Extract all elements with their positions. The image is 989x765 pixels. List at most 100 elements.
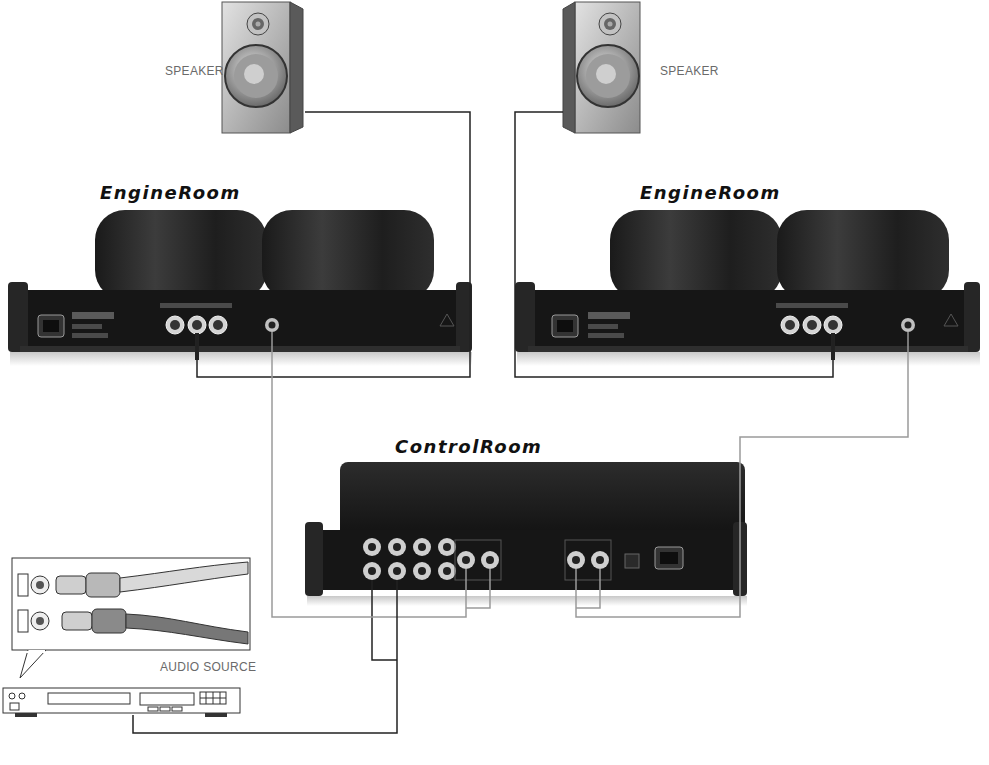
cable-bracket-part [271, 332, 273, 360]
preamplifier-part [625, 554, 639, 568]
power-amplifier-part [456, 282, 472, 352]
speaker-cabinet-part [252, 18, 264, 30]
speaker-cabinet [222, 2, 303, 133]
power-amplifier-part [269, 322, 276, 329]
speaker-cabinet-part [575, 2, 640, 133]
power-amplifier-part [557, 320, 573, 332]
audio-source-device-part [18, 574, 28, 596]
speaker-cabinet-part [596, 64, 616, 84]
audio-source-device-part [15, 713, 37, 717]
device-label: SPEAKER [660, 64, 719, 78]
audio-source-device-part [18, 610, 28, 632]
speaker-cabinet-part [604, 18, 616, 30]
cable-bracket [197, 332, 908, 660]
audio-source-device-part [200, 692, 226, 704]
power-amplifier [515, 210, 980, 366]
preamplifier-part [418, 567, 426, 575]
preamplifier-part [443, 543, 451, 551]
audio-source-device-part [200, 692, 226, 704]
power-amplifier-part [20, 346, 460, 352]
audio-source-device-part [126, 614, 248, 644]
power-amplifier-part [170, 320, 180, 330]
preamplifier-part [368, 543, 376, 551]
cable-bracket-part [575, 569, 577, 600]
audio-source: AUDIO SOURCE [0, 555, 250, 715]
power-amplifier-part [528, 346, 968, 352]
preamplifier-part [462, 556, 470, 564]
speaker-cabinet-part [225, 45, 287, 107]
power-amplifier-part [588, 333, 624, 338]
power-amplifier-part [160, 303, 232, 308]
power-amplifier-part [905, 322, 912, 329]
speaker: SPEAKER [560, 0, 720, 135]
power-amplifier-part [95, 210, 267, 300]
cable-bracket-part [907, 332, 909, 360]
speaker-cabinet-part [586, 54, 630, 98]
cable-bracket-part [832, 334, 834, 360]
audio-source-device-part [120, 562, 248, 592]
audio-source-device-part [12, 558, 250, 650]
preamplifier-part [733, 522, 747, 596]
preamplifier-part [318, 530, 738, 590]
cable-bracket-part [372, 580, 397, 660]
audio-cable [272, 360, 466, 617]
preamplifier-part [393, 567, 401, 575]
preamplifier-part [393, 543, 401, 551]
audio-source-device-part [172, 707, 182, 711]
preamplifier-part [591, 551, 609, 569]
power-amplifier-part [901, 318, 915, 332]
speaker: SPEAKER [160, 0, 305, 135]
preamplifier-part [572, 556, 580, 564]
power-amplifier-part [807, 320, 817, 330]
speaker-cabinet-part [290, 2, 303, 133]
power-amplifier-part [528, 290, 968, 346]
brand-logo: ControlRoom [395, 436, 542, 457]
audio-source-device-part [36, 617, 44, 625]
power-amplifier-part [803, 316, 821, 334]
cable-bracket-part [396, 580, 398, 600]
speaker-cabinet-part [244, 64, 264, 84]
power-amplifier-part [964, 282, 980, 352]
preamplifier-part [443, 567, 451, 575]
audio-source-device-part [3, 688, 240, 713]
preamplifier-part [438, 538, 456, 556]
power-amplifier-part [10, 352, 472, 366]
cable-bracket-part [196, 334, 198, 360]
power-amplifier-part [588, 312, 630, 319]
audio-source-device-part [31, 576, 49, 594]
audio-source-device-part [160, 707, 170, 711]
preamplifier-part [565, 540, 611, 580]
preamplifier-part [305, 522, 323, 596]
audio-cable [515, 112, 833, 377]
power-amplifier-node: EngineRoom [515, 182, 980, 360]
speaker-cabinet-part [247, 13, 269, 35]
preamplifier-part [388, 562, 406, 580]
audio-source-device-part [48, 693, 130, 704]
power-amplifier-part [552, 315, 578, 337]
speaker-cabinet-part [256, 22, 261, 27]
power-amplifier-part [588, 324, 618, 329]
power-amplifier-part [8, 282, 28, 352]
power-amplifier-part [38, 315, 64, 337]
power-amplifier-part [517, 352, 980, 366]
audio-source-device-part [19, 693, 25, 699]
device-label: AUDIO SOURCE [160, 660, 256, 674]
power-amplifier-part [192, 320, 202, 330]
preamplifier-part [438, 562, 456, 580]
preamplifier-part [660, 552, 678, 564]
audio-source-device-part [9, 693, 15, 699]
audio-source-device-part [20, 650, 46, 678]
power-amplifier [8, 210, 472, 366]
power-amplifier-part [776, 303, 848, 308]
brand-logo: EngineRoom [100, 182, 241, 203]
audio-source-device-part [10, 703, 19, 710]
preamplifier-part [413, 538, 431, 556]
audio-cable [576, 360, 908, 617]
audio-source-device [3, 558, 250, 717]
audio-cable [133, 600, 397, 733]
preamplifier-part [567, 551, 585, 569]
power-amplifier-part [195, 333, 199, 360]
audio-source-device-part [86, 573, 120, 597]
